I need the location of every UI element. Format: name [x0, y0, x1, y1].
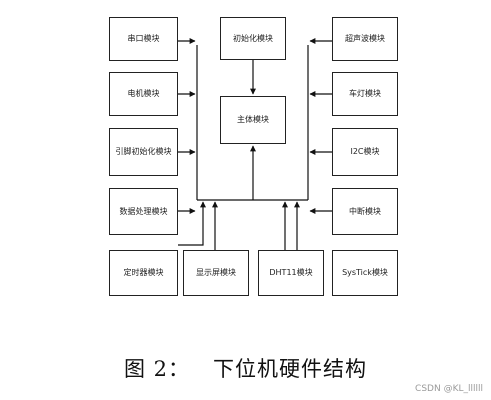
lamp-module-box: 车灯模块: [332, 72, 398, 116]
timer-module-box: 定时器模块: [109, 250, 178, 296]
ultrasonic-module-box: 超声波模块: [332, 17, 398, 61]
ultrasonic-module-label: 超声波模块: [345, 34, 385, 44]
pin-init-module-label: 引脚初始化模块: [115, 147, 172, 157]
i2c-module-label: I2C模块: [350, 147, 380, 157]
i2c-module-box: I2C模块: [332, 128, 398, 176]
pin-init-module-box: 引脚初始化模块: [109, 128, 178, 176]
dht11-module-box: DHT11模块: [258, 250, 324, 296]
systick-module-box: SysTick模块: [332, 250, 398, 296]
init-module-box: 初始化模块: [220, 17, 286, 60]
lamp-module-label: 车灯模块: [349, 89, 381, 99]
timer-module-label: 定时器模块: [123, 268, 164, 278]
display-module-box: 显示屏模块: [183, 250, 249, 296]
data-processing-module-label: 数据处理模块: [119, 206, 168, 216]
main-module-box: 主体模块: [220, 96, 286, 144]
serial-module-label: 串口模块: [127, 34, 160, 44]
display-module-label: 显示屏模块: [196, 268, 236, 278]
watermark: CSDN @KL_llllll: [415, 384, 483, 394]
systick-module-label: SysTick模块: [342, 268, 388, 278]
dht11-module-label: DHT11模块: [269, 268, 313, 278]
figure-caption: 图 2： 下位机硬件结构: [123, 357, 368, 381]
motor-module-box: 电机模块: [109, 72, 178, 116]
motor-module-label: 电机模块: [127, 89, 160, 99]
interrupt-module-box: 中断模块: [332, 188, 398, 235]
data-processing-module-box: 数据处理模块: [109, 188, 178, 235]
interrupt-module-label: 中断模块: [349, 206, 381, 216]
main-module-label: 主体模块: [237, 115, 269, 125]
init-module-label: 初始化模块: [233, 33, 273, 43]
serial-module-box: 串口模块: [109, 17, 178, 61]
